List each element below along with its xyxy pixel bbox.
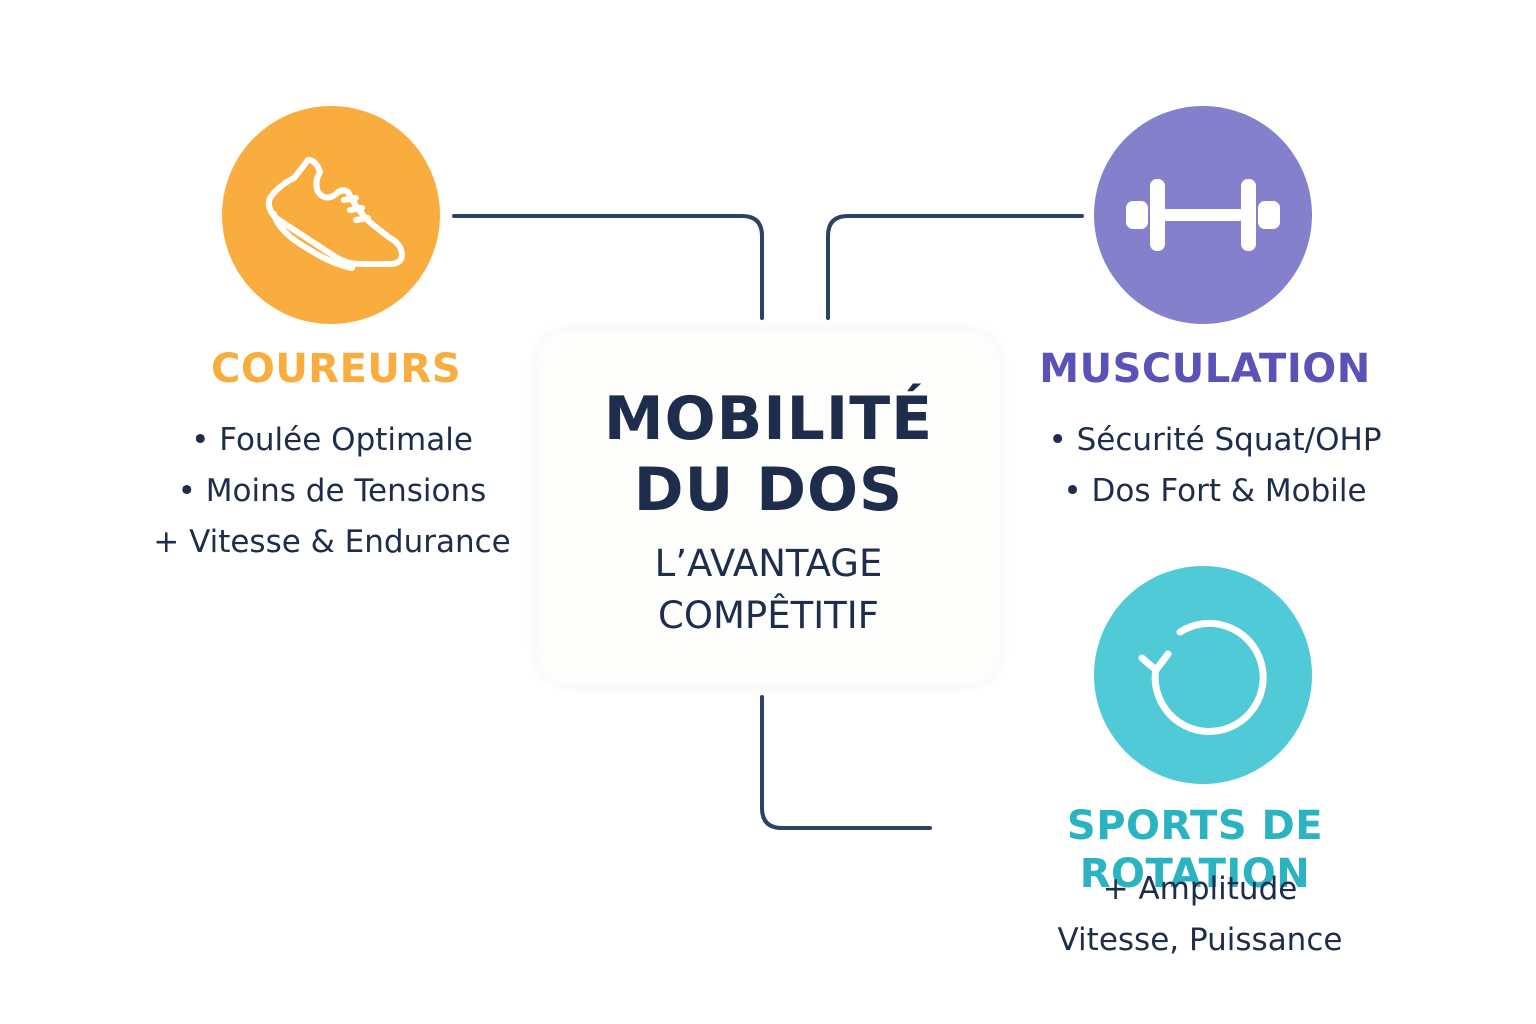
strength-title: MUSCULATION — [1039, 346, 1371, 392]
connector-strength — [826, 214, 1084, 320]
dumbbell-icon — [1126, 179, 1280, 251]
rotation-title: SPORTS DE ROTATION — [1066, 803, 1324, 897]
rotation-arrow-icon — [1138, 619, 1267, 735]
connector-runners — [452, 214, 764, 320]
center-subtitle-line2: COMPÊTITIF — [658, 594, 879, 637]
rotation-circle — [1094, 566, 1312, 784]
center-title-line1: MOBILITÉ — [603, 384, 934, 454]
center-subtitle-line1: L’AVANTAGE — [654, 542, 883, 585]
center-card — [537, 330, 1000, 685]
runners-circle — [222, 106, 440, 324]
runners-item-1: • Foulée Optimale — [191, 422, 473, 458]
runners-item-2: • Moins de Tensions — [177, 473, 487, 509]
strength-item-1: • Sécurité Squat/OHP — [1048, 422, 1382, 458]
running-shoe-icon — [265, 157, 405, 271]
rotation-item-1: + Amplitude — [1102, 871, 1298, 907]
strength-circle — [1094, 106, 1312, 324]
runners-title: COUREURS — [210, 346, 462, 392]
runners-item-3: + Vitesse & Endurance — [153, 524, 511, 560]
rotation-item-2: Vitesse, Puissance — [1057, 922, 1343, 958]
center-title-line2: DU DOS — [633, 455, 904, 525]
connector-rotation — [760, 695, 932, 830]
strength-item-2: • Dos Fort & Mobile — [1063, 473, 1367, 509]
